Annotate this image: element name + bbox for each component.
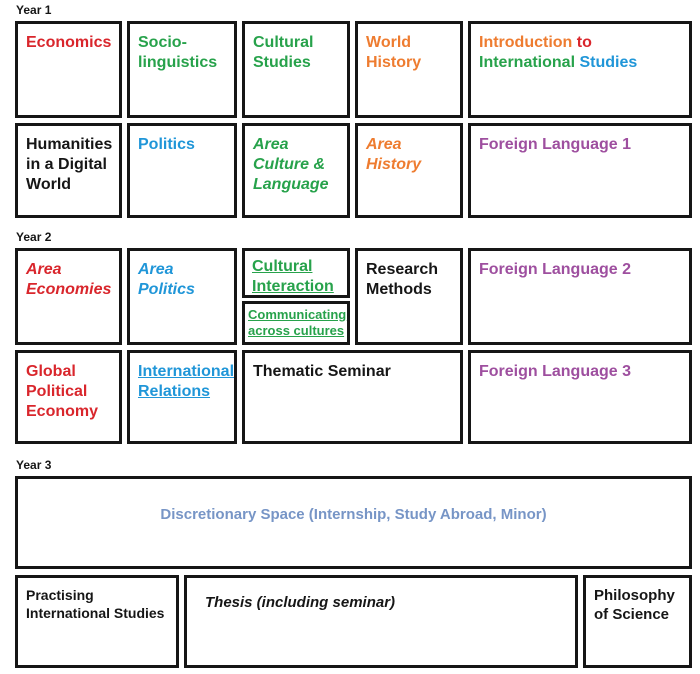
course-label-humanities: Humanities in a Digital World [26, 136, 113, 193]
course-label-cultural-interaction: Cultural Interaction [252, 258, 334, 295]
course-box-sociolinguistics: Socio-linguistics [127, 21, 237, 118]
course-label-cultural-studies: Cultural Studies [253, 34, 314, 71]
course-box-area-politics: Area Politics [127, 248, 237, 345]
course-label-intro-part2: to [576, 34, 592, 51]
course-box-area-culture-language: Area Culture & Language [242, 123, 350, 218]
course-label-thematic-seminar: Thematic Seminar [253, 363, 391, 380]
course-label-area-culture-language: Area Culture & Language [253, 136, 329, 193]
course-label-philosophy-of-science: Philosophy of Science [594, 587, 675, 623]
year3-label: Year 3 [16, 458, 52, 472]
course-box-world-history: World History [355, 21, 463, 118]
course-box-research-methods: Research Methods [355, 248, 463, 345]
course-label-intro-part4: Studies [579, 54, 638, 71]
course-box-area-history: Area History [355, 123, 463, 218]
course-label-area-politics: Area Politics [138, 261, 195, 298]
course-box-cultural-interaction: Cultural Interaction [242, 248, 350, 298]
course-box-cultural-studies: Cultural Studies [242, 21, 350, 118]
course-label-intro-part1: Introduction [479, 34, 573, 51]
course-box-international-relations: International Relations [127, 350, 237, 444]
course-label-thesis: Thesis (including seminar) [205, 594, 396, 611]
course-label-discretionary-space: Discretionary Space (Internship, Study A… [160, 506, 547, 523]
course-box-foreign-language-2: Foreign Language 2 [468, 248, 692, 345]
course-label-research-methods: Research Methods [366, 261, 439, 298]
course-label-practising-international-studies: Practising International Studies [26, 587, 165, 621]
course-box-foreign-language-3: Foreign Language 3 [468, 350, 692, 444]
course-box-intro-international-studies: Introduction to International Studies [468, 21, 692, 118]
year1-row1: Economics Socio-linguistics Cultural Stu… [15, 21, 700, 118]
year2-row2: Global Political Economy International R… [15, 350, 700, 444]
course-box-practising-international-studies: Practising International Studies [15, 575, 179, 668]
course-label-sociolinguistics: Socio-linguistics [138, 34, 218, 71]
course-box-global-political-economy: Global Political Economy [15, 350, 122, 444]
course-box-economics: Economics [15, 21, 122, 118]
course-label-international-relations: International Relations [138, 363, 235, 400]
course-label-area-economies: Area Economies [26, 261, 112, 298]
course-box-thematic-seminar: Thematic Seminar [242, 350, 463, 444]
course-label-area-history: Area History [366, 136, 422, 173]
year2-label: Year 2 [16, 230, 52, 244]
course-label-foreign-language-2: Foreign Language 2 [479, 261, 632, 278]
course-stack-cultural-interaction: Cultural Interaction Communicating acros… [242, 248, 350, 345]
course-label-intro-part3: International [479, 54, 576, 71]
course-label-global-political-economy: Global Political Economy [26, 363, 99, 420]
course-box-philosophy-of-science: Philosophy of Science [583, 575, 692, 668]
year1-label: Year 1 [16, 3, 52, 17]
course-label-communicating-across-cultures: Communicating across cultures [248, 307, 347, 338]
course-label-politics: Politics [138, 136, 195, 153]
course-box-politics: Politics [127, 123, 237, 218]
year1-row2: Humanities in a Digital World Politics A… [15, 123, 700, 218]
course-box-area-economies: Area Economies [15, 248, 122, 345]
course-label-foreign-language-3: Foreign Language 3 [479, 363, 632, 380]
year2-row1: Area Economies Area Politics Cultural In… [15, 248, 700, 345]
course-box-humanities-digital-world: Humanities in a Digital World [15, 123, 122, 218]
course-box-foreign-language-1: Foreign Language 1 [468, 123, 692, 218]
course-box-discretionary-space: Discretionary Space (Internship, Study A… [15, 476, 692, 569]
course-label-foreign-language-1: Foreign Language 1 [479, 136, 632, 153]
course-box-communicating-across-cultures: Communicating across cultures [242, 301, 350, 345]
course-label-world-history: World History [366, 34, 422, 71]
course-label-economics: Economics [26, 34, 112, 51]
course-box-thesis: Thesis (including seminar) [184, 575, 578, 668]
year3-row: Practising International Studies Thesis … [15, 575, 700, 668]
